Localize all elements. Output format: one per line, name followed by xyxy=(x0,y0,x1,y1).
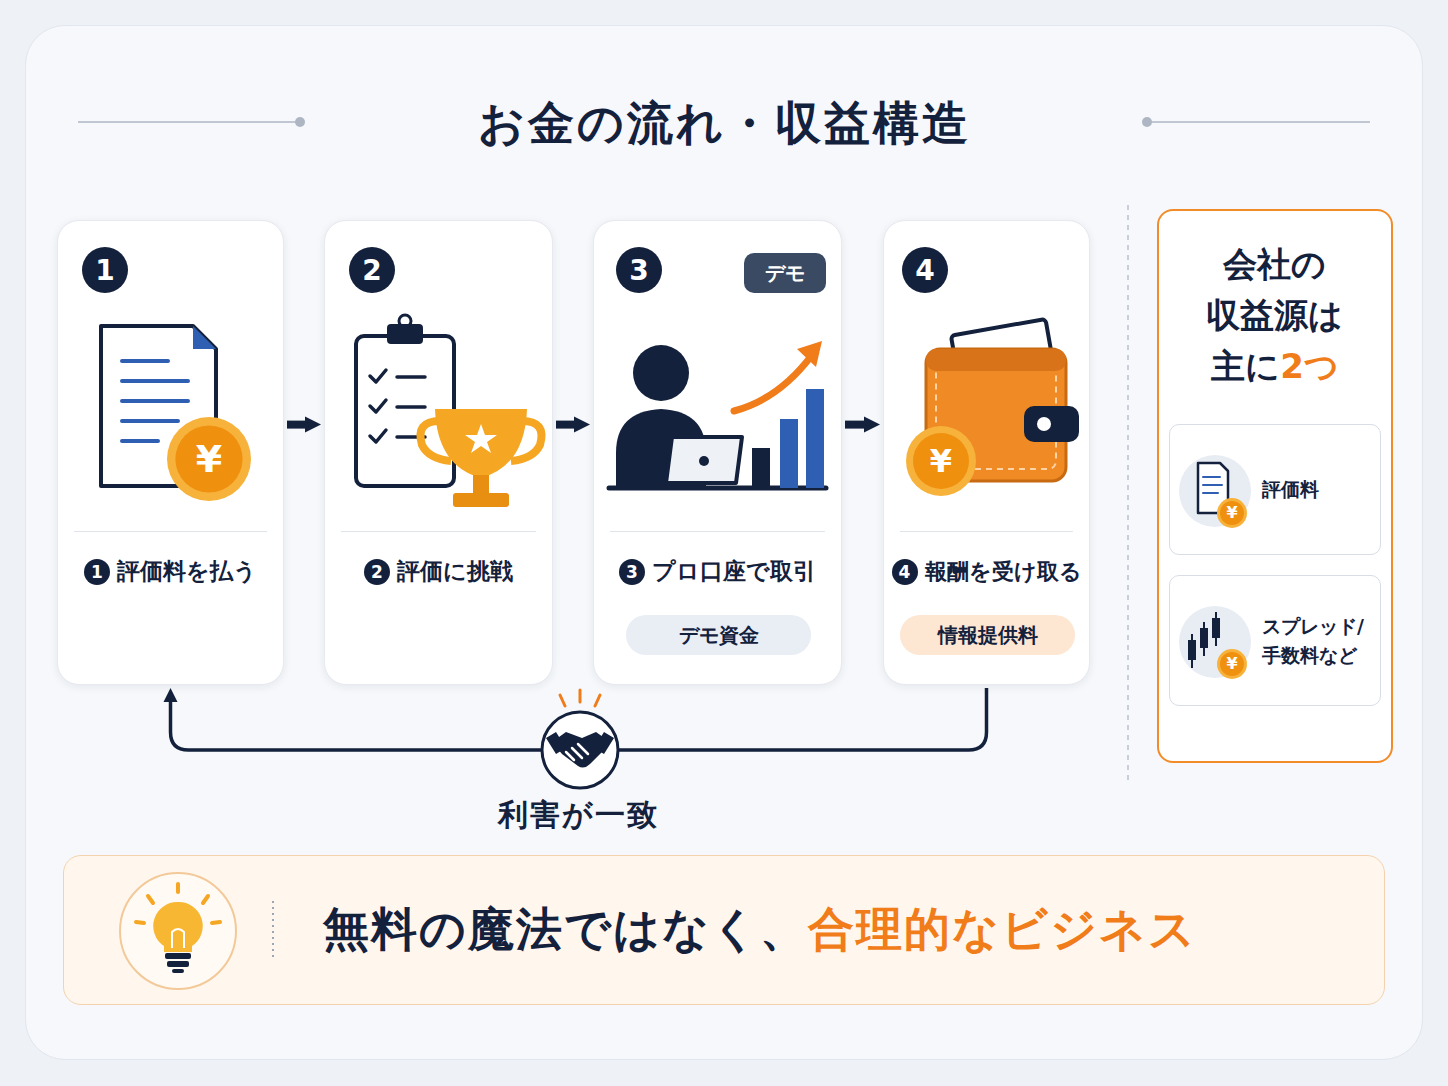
caption-text: 報酬を受け取る xyxy=(925,556,1082,587)
heading-accent: 2つ xyxy=(1280,346,1339,386)
flow-connector xyxy=(287,421,305,429)
yen-label: ¥ xyxy=(1217,649,1247,679)
node-illustration xyxy=(58,221,285,686)
title-dot xyxy=(1142,117,1152,127)
conclusion-banner: 無料の魔法ではなく、合理的なビジネス xyxy=(63,855,1385,1005)
step-card: 2 2 評価に挑戦 xyxy=(324,220,553,685)
caption-row: 4 報酬を受け取る xyxy=(884,556,1089,587)
title-dot xyxy=(295,117,305,127)
title-rule xyxy=(78,121,300,123)
revenue-panel: 会社の 収益源は 主に2つ評価料 ¥ スプレッド/ 手数料など ¥ xyxy=(1157,209,1393,763)
panel-heading-text: 会社の 収益源は 主に2つ xyxy=(1197,239,1353,392)
demo-tag: デモ xyxy=(744,253,826,293)
revenue-text: 評価料 xyxy=(1262,425,1376,554)
caption-row: 1 評価料を払う xyxy=(58,556,283,587)
caption-text: 評価料を払う xyxy=(117,556,257,587)
title-rule xyxy=(1147,121,1370,123)
diagram-title: お金の流れ・収益構造 xyxy=(0,88,1448,158)
banner-text: 無料の魔法ではなく、合理的なビジネス xyxy=(323,856,1374,1004)
caption-badge: 3 xyxy=(619,559,645,585)
flow-connector xyxy=(845,421,864,429)
step-card: 1 1 評価料を払う ¥ xyxy=(57,220,284,685)
panel-heading: 会社の 収益源は 主に2つ xyxy=(1159,239,1391,392)
pill-text: デモ資金 xyxy=(679,622,759,649)
caption-row: 3 プロ口座で取引 xyxy=(594,556,841,587)
step-badge: 4 xyxy=(902,247,948,293)
dashed-separator xyxy=(1127,205,1129,780)
step-badge: 1 xyxy=(82,247,128,293)
card-divider xyxy=(74,531,267,532)
caption-text: プロ口座で取引 xyxy=(652,556,816,587)
banner-text-accent: 合理的なビジネス xyxy=(808,899,1197,961)
yen-label: ¥ xyxy=(906,426,976,496)
card-divider xyxy=(610,531,825,532)
revenue-text: スプレッド/ 手数料など xyxy=(1262,576,1376,705)
info-pill: デモ資金 xyxy=(626,615,811,655)
handshake-icon xyxy=(542,690,618,788)
tag-text: デモ xyxy=(765,260,805,287)
info-pill: 情報提供料 xyxy=(900,615,1075,655)
revenue-box: 評価料 ¥ xyxy=(1169,424,1381,555)
card-divider xyxy=(341,531,536,532)
revenue-box: スプレッド/ 手数料など ¥ xyxy=(1169,575,1381,706)
caption-badge: 2 xyxy=(364,559,390,585)
edge-label: 利害が一致 xyxy=(498,795,659,835)
step-card: 4 4 報酬を受け取る ¥ 情報提供料 xyxy=(883,220,1090,685)
flow-connector xyxy=(556,421,574,429)
pill-text: 情報提供料 xyxy=(938,622,1038,649)
step-card: 3 3 プロ口座で取引 デモデモ資金 xyxy=(593,220,842,685)
node-illustration xyxy=(1170,576,1382,707)
caption-text: 評価に挑戦 xyxy=(397,556,513,587)
step-badge: 2 xyxy=(349,247,395,293)
yen-label: ¥ xyxy=(1217,498,1247,528)
node-illustration xyxy=(325,221,554,686)
card-divider xyxy=(900,531,1073,532)
caption-row: 2 評価に挑戦 xyxy=(325,556,552,587)
caption-badge: 1 xyxy=(84,559,110,585)
step-badge: 3 xyxy=(616,247,662,293)
caption-badge: 4 xyxy=(892,559,918,585)
yen-label: ¥ xyxy=(167,417,251,501)
banner-text-dark: 無料の魔法ではなく、 xyxy=(323,899,808,961)
